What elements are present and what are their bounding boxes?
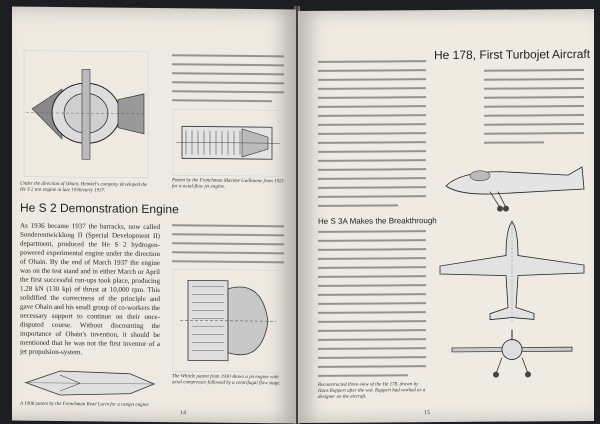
lorin-ramjet-drawing bbox=[24, 370, 156, 396]
left-page-number: 14 bbox=[180, 410, 186, 417]
he-s2-engine-drawing bbox=[23, 50, 149, 179]
whittle-patent-drawing bbox=[172, 268, 284, 373]
guillaume-patent-drawing bbox=[172, 108, 284, 177]
he178-top-view bbox=[439, 219, 585, 322]
caption-he-s2-engine: Under the direction of Ohain, Heinkel's … bbox=[20, 181, 148, 194]
book-spine bbox=[294, 6, 300, 424]
caption-lorin-patent: A 1908 patent by the Frenchman René Lori… bbox=[20, 401, 149, 408]
he178-side-view bbox=[445, 166, 585, 212]
he-s2-section-heading: He S 2 Demonstration Engine bbox=[20, 200, 179, 217]
left-page: Under the direction of Ohain, Heinkel's … bbox=[12, 6, 296, 424]
caption-whittle-patent: The Whittle patent from 1930 shows a jet… bbox=[172, 374, 281, 387]
he178-section-heading: He 178, First Turbojet Aircraft bbox=[434, 46, 591, 63]
he-s2-body-text: As 1936 became 1937 the barracks, now ca… bbox=[20, 221, 160, 357]
caption-guillaume-patent: Patent by the Frenchman Maxime Guillaume… bbox=[172, 178, 284, 190]
he-s3a-subheading: He S 3A Makes the Breakthrough bbox=[318, 216, 437, 226]
right-page-number: 15 bbox=[424, 410, 430, 417]
caption-he178-three-view: Reconstructed three-view of the He 178, … bbox=[318, 382, 426, 400]
right-page: He 178, First Turbojet Aircraft He S 3A … bbox=[298, 8, 594, 424]
he178-front-view bbox=[451, 329, 573, 378]
